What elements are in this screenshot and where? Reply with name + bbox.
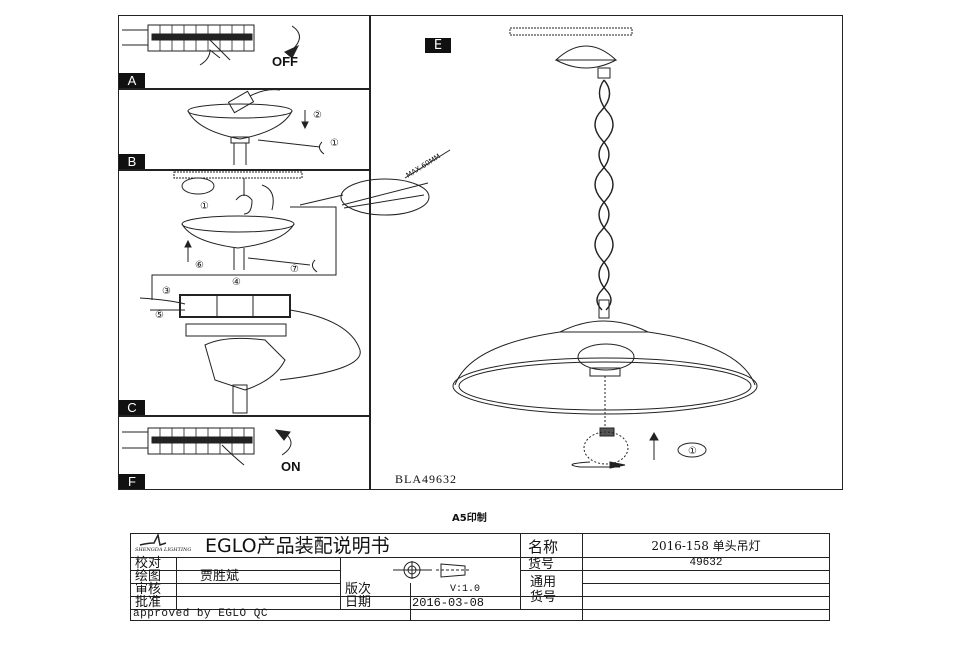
pendant-lamp-illustration	[452, 27, 758, 469]
panel-divider	[118, 415, 370, 417]
approve-label: 批准	[135, 595, 162, 610]
step-label: ⑦	[290, 264, 299, 275]
version-label: 版次	[345, 582, 372, 597]
document-title: EGLO产品装配说明书	[205, 535, 390, 557]
on-text: ON	[281, 459, 301, 474]
breaker-panel-on-illustration	[122, 427, 292, 466]
step-2-label: ②	[313, 110, 322, 121]
version-value: V:1.0	[449, 584, 480, 595]
panel-label-e: E	[425, 38, 451, 53]
approved-note: approved by EGLO QC	[133, 608, 268, 620]
review-label: 审核	[135, 582, 162, 597]
panel-label-f: F	[119, 474, 145, 489]
logo-text: SHENGDA LIGHTING	[135, 547, 192, 553]
title-block	[130, 533, 830, 621]
step-1-label: ①	[330, 138, 339, 149]
panel-divider	[118, 88, 370, 90]
panel-label-b: B	[119, 154, 145, 169]
panel-label-a: A	[119, 73, 145, 88]
cable-length-note: MAX.60MM	[405, 152, 442, 179]
common-item-no-label: 通用货号	[530, 575, 557, 605]
step-1-label: ①	[688, 446, 697, 457]
drawing-frame	[118, 15, 843, 490]
drawer-value: 贾胜斌	[200, 569, 240, 584]
panel-divider	[118, 169, 370, 171]
step-label: ⑥	[195, 260, 204, 271]
column-divider	[369, 15, 371, 490]
off-text: OFF	[272, 54, 298, 69]
breaker-panel-off-illustration	[122, 24, 300, 66]
draw-label: 绘图	[135, 569, 162, 584]
check-label: 校对	[135, 556, 162, 571]
date-label: 日期	[345, 595, 372, 610]
print-note: A5印制	[452, 513, 487, 524]
step-label: ⑤	[155, 310, 164, 321]
item-no-label: 货号	[528, 557, 555, 572]
step-label: ①	[200, 201, 209, 212]
name-label: 名称	[528, 538, 559, 556]
name-value: 2016-158 单头吊灯	[651, 539, 761, 553]
date-value: 2016-03-08	[412, 596, 485, 610]
item-no-value: 49632	[689, 557, 723, 569]
panel-label-c: C	[119, 400, 145, 415]
step-label: ③	[162, 286, 171, 297]
step-label: ④	[232, 277, 241, 288]
wiring-illustration	[139, 149, 451, 414]
canopy-illustration	[187, 89, 325, 165]
model-code: BLA49632	[395, 472, 457, 486]
